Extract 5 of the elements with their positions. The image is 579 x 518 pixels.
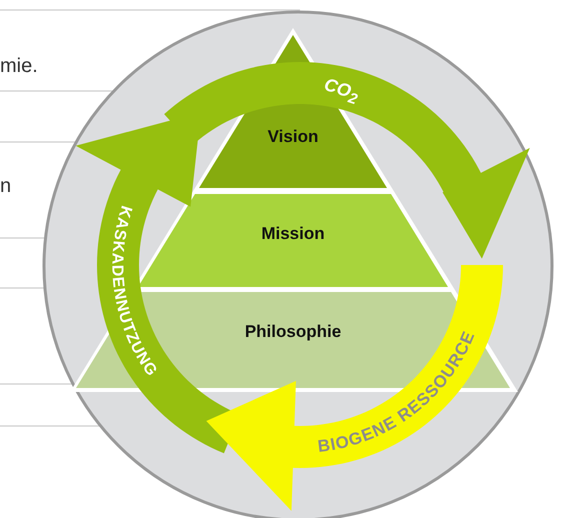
text-fragment: mie. [0,55,38,78]
tier-label: Mission [261,224,325,245]
tier-label: Vision [268,127,318,148]
tier-label: Philosophie [244,322,342,343]
text-fragment: n [0,175,12,198]
